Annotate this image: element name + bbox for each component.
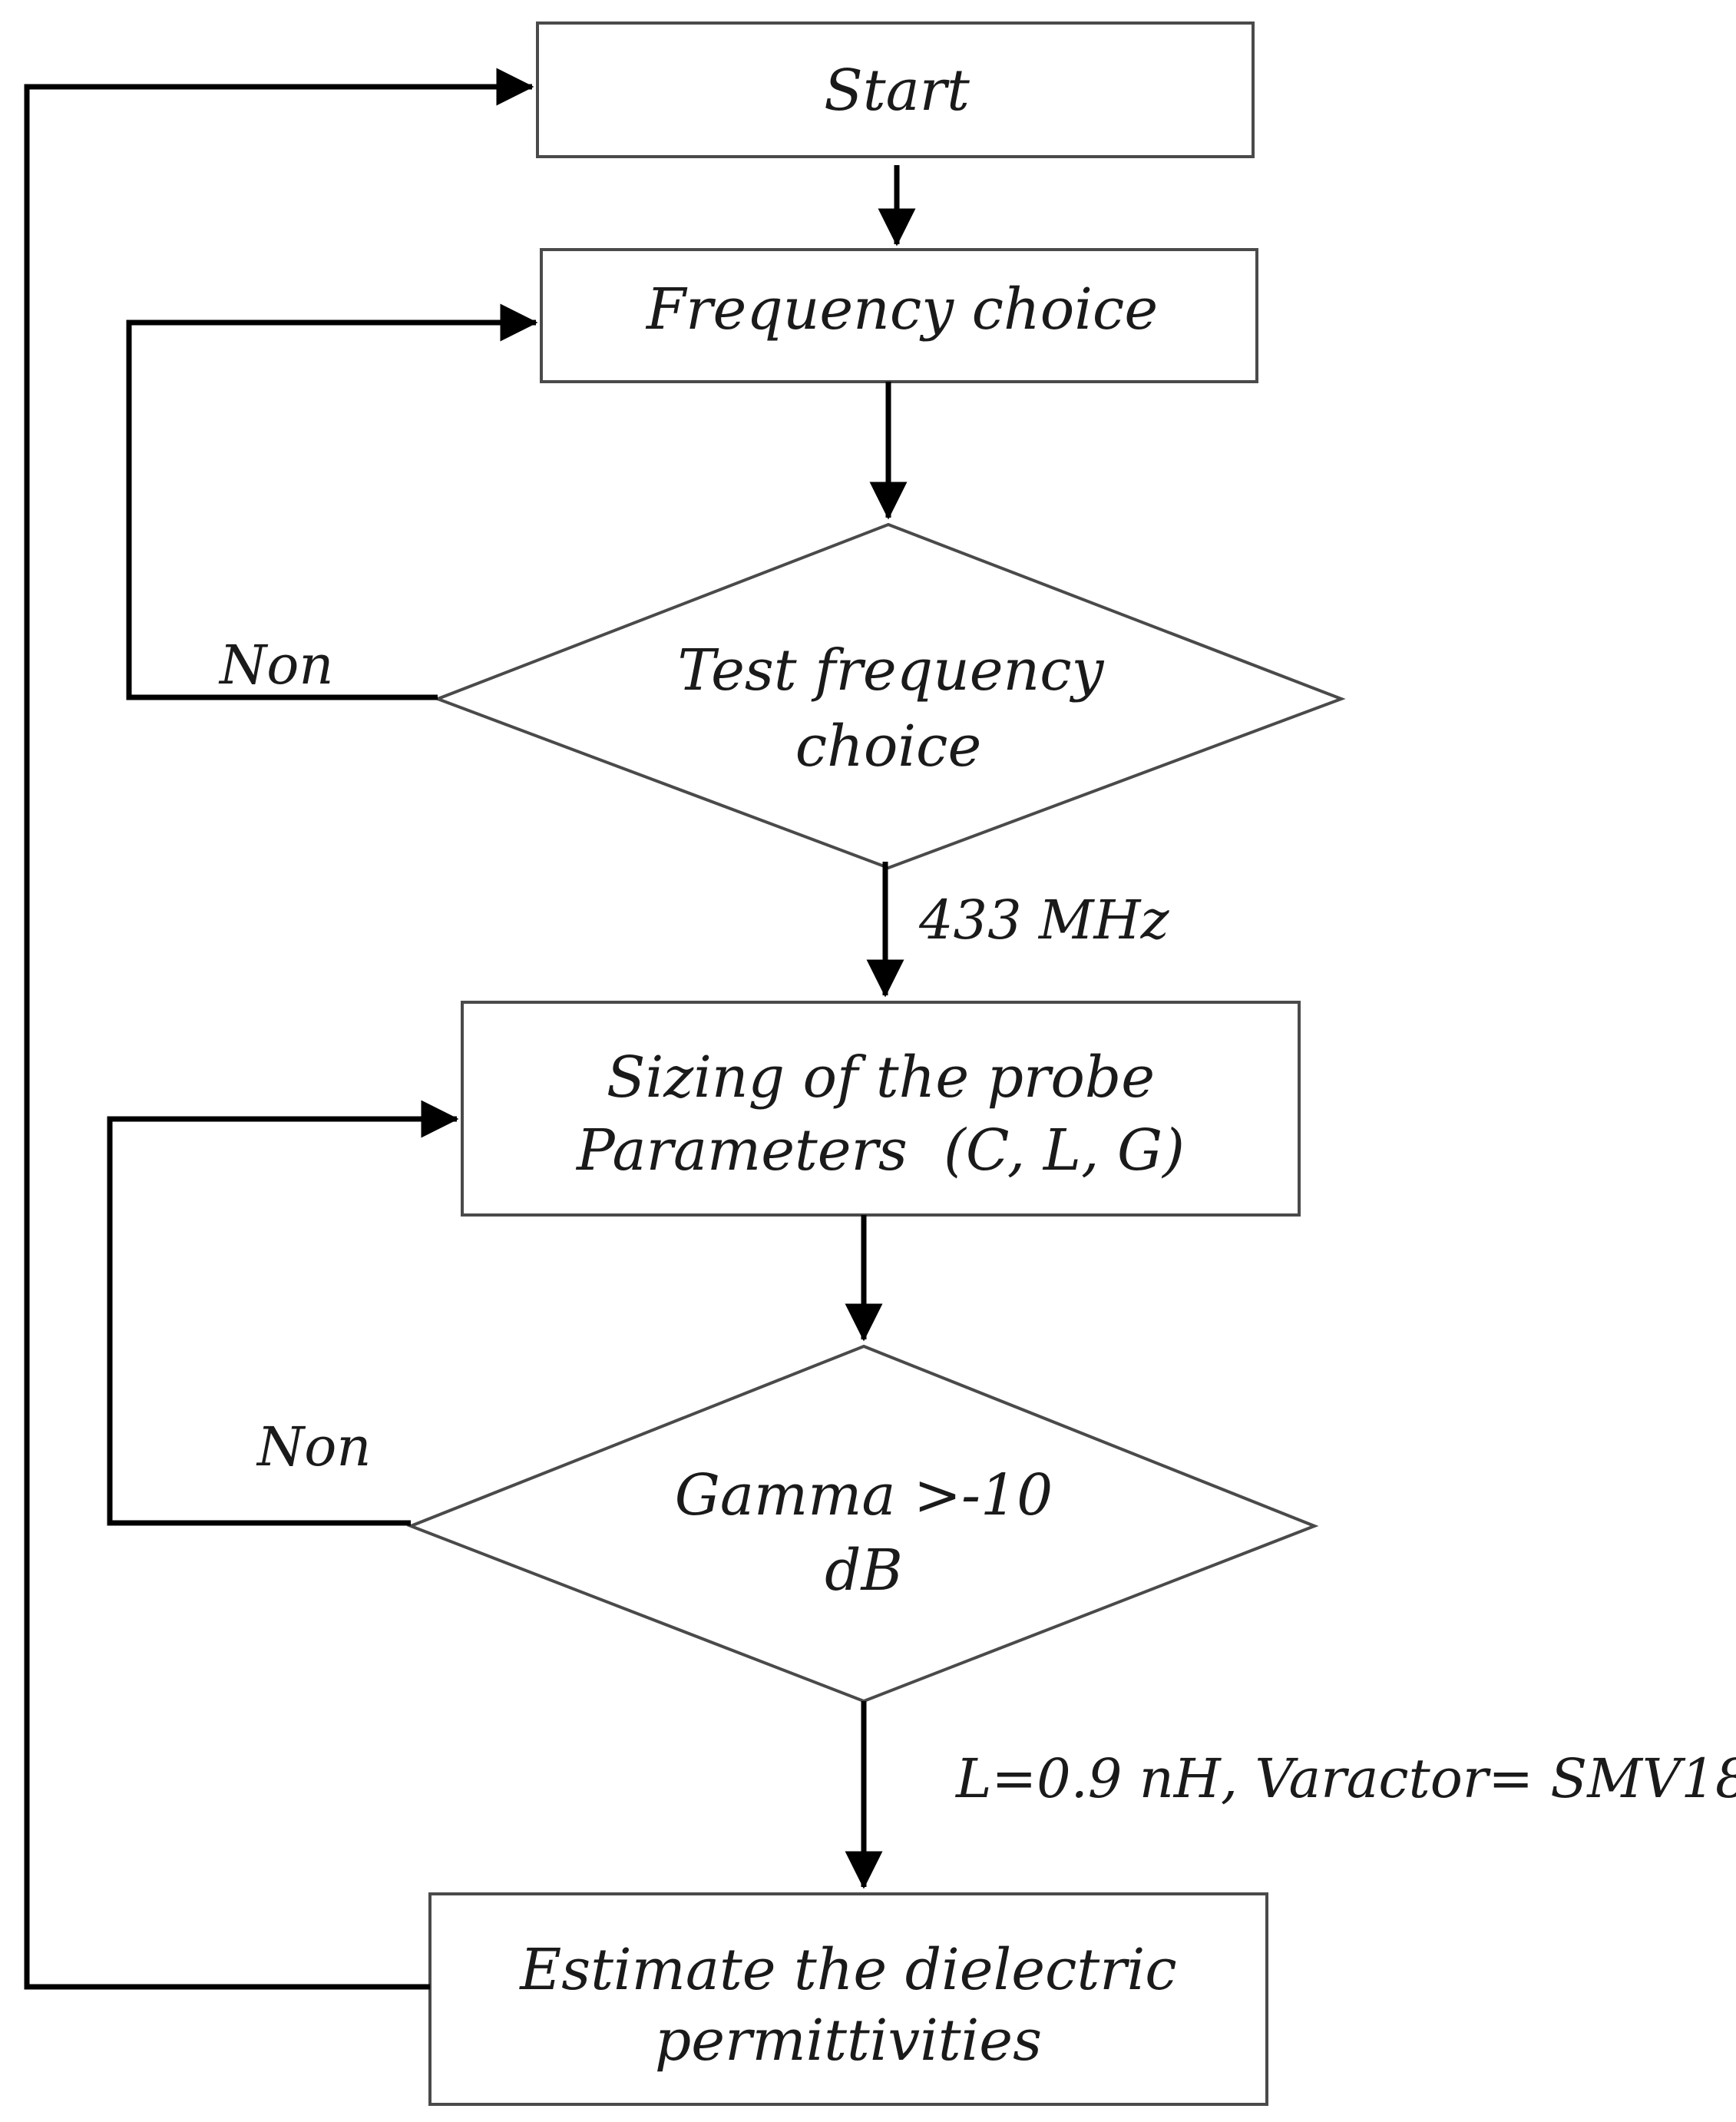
estimate-box	[428, 1892, 1268, 2106]
start-label: Start	[824, 58, 970, 124]
estimate-label-line2: permittivities	[655, 2008, 1042, 2074]
sizing-label-line1: Sizing of the probe	[607, 1044, 1155, 1111]
test-yes-label: 433 MHz	[918, 889, 1170, 952]
estimate-to-start-loop-arrow	[24, 68, 534, 1990]
gamma-no-label: Non	[256, 1415, 371, 1478]
gamma-label-line2: dB	[825, 1538, 903, 1604]
test-no-loop-arrow	[126, 303, 538, 700]
start-box	[536, 22, 1255, 158]
sizing-box	[461, 1001, 1301, 1217]
test-no-label: Non	[218, 634, 333, 697]
frequency-choice-box	[540, 248, 1258, 383]
frequency-choice-label: Frequency choice	[645, 276, 1158, 343]
estimate-label-line1: Estimate the dielectric	[518, 1937, 1176, 2003]
test-frequency-diamond	[433, 522, 1346, 870]
gamma-yes-label: L=0.9 nH, Varactor= SMV1801	[954, 1747, 1736, 1810]
test-frequency-label-line1: Test frequency	[678, 637, 1105, 703]
gamma-label-line1: Gamma >-10	[675, 1462, 1053, 1528]
gamma-no-loop-arrow	[107, 1100, 459, 1526]
sizing-label-line2: Parameters (C, L, G)	[575, 1117, 1185, 1183]
test-frequency-label-line2: choice	[795, 713, 982, 780]
